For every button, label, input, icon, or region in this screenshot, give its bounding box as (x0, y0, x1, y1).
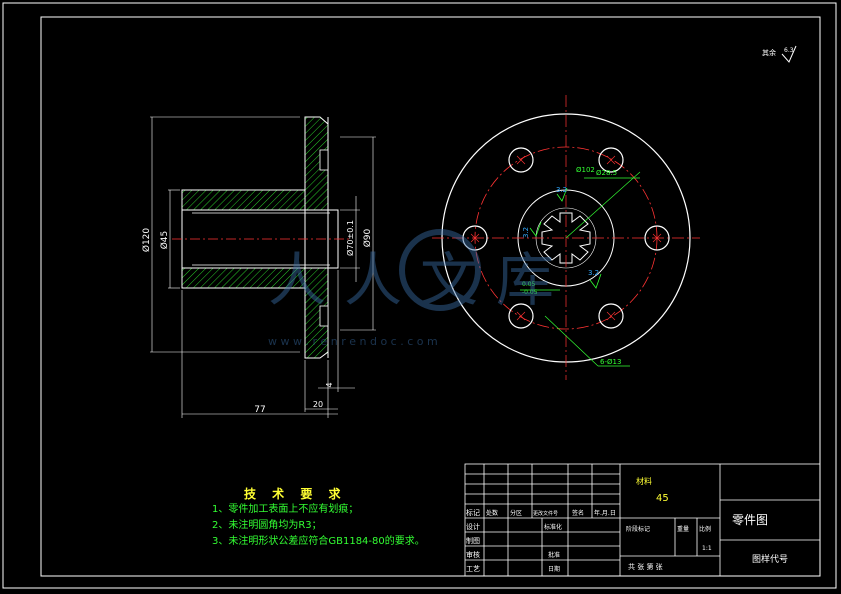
dim-len-77: 77 (254, 405, 265, 415)
spline-profile (541, 212, 591, 264)
svg-text:阶段标记: 阶段标记 (626, 525, 650, 533)
svg-text:标准化: 标准化 (544, 523, 562, 531)
drawing-no: 图样代号 (752, 553, 788, 565)
svg-text:标记: 标记 (466, 508, 480, 517)
svg-text:共 张 第 张: 共 张 第 张 (628, 562, 663, 571)
svg-text:更改文件号: 更改文件号 (533, 510, 558, 517)
label-tol-b: -0.05 (522, 289, 538, 296)
bolt-holes (462, 147, 670, 329)
watermark: 人人文库 w w w . r e n r e n d o c . c o m (268, 229, 572, 348)
dim-len-20: 20 (313, 400, 323, 409)
roughness-symbol: 其余 6.3 (762, 45, 797, 63)
dim-d45: Ø45 (159, 231, 170, 250)
svg-text:其余: 其余 (762, 48, 776, 57)
svg-text:重量: 重量 (677, 525, 689, 533)
svg-text:年.月.日: 年.月.日 (594, 509, 616, 517)
svg-text:日期: 日期 (548, 565, 560, 573)
svg-text:制图: 制图 (466, 536, 480, 545)
tech-title: 技 术 要 求 (244, 487, 347, 501)
title-block-text: 材料 45 零件图 图样代号 标记 设计 制图 审核 工艺 处数 分区 更改文件… (466, 476, 788, 573)
svg-text:w w w . r e n r e n d o c . c: w w w . r e n r e n d o c . c o m (268, 335, 438, 348)
part-name: 零件图 (732, 513, 768, 527)
front-view: Ø102 Ø28.5 3.2 3.2 3.2 0.05 -0.05 6-Ø13 (432, 95, 700, 380)
svg-text:人人文库: 人人文库 (268, 246, 572, 314)
material-value: 45 (656, 493, 669, 504)
svg-text:6.3: 6.3 (784, 47, 794, 54)
dim-d70: Ø70±0.1 (345, 220, 355, 256)
dim-d90: Ø90 (362, 228, 373, 247)
svg-text:批准: 批准 (548, 551, 560, 559)
label-tol-a: 0.05 (522, 281, 536, 288)
technical-requirements: 技 术 要 求 1、零件加工表面上不应有划痕； 2、未注明圆角均为R3； 3、未… (212, 486, 425, 550)
inner-border (40, 16, 821, 577)
svg-text:审核: 审核 (466, 550, 480, 559)
material-label: 材料 (636, 476, 652, 486)
tech-item: 3、未注明形状公差应符合GB1184-80的要求。 (212, 536, 425, 547)
svg-text:1:1: 1:1 (702, 545, 712, 552)
label-spline-od: Ø28.5 (596, 169, 617, 177)
label-pcd: Ø102 (576, 166, 595, 174)
label-rough-a: 3.2 (556, 186, 567, 194)
label-holes: 6-Ø13 (600, 358, 621, 366)
side-section-view: Ø120 Ø45 Ø70±0.1 Ø90 77 20 4 (141, 116, 376, 418)
label-rough-b: 3.2 (522, 227, 530, 238)
svg-text:分区: 分区 (510, 509, 522, 517)
tech-item: 1、零件加工表面上不应有划痕； (212, 504, 359, 515)
svg-text:设计: 设计 (466, 522, 480, 531)
label-rough-c: 3.2 (588, 269, 599, 277)
svg-text:签名: 签名 (572, 509, 584, 517)
tech-item: 2、未注明圆角均为R3； (212, 520, 322, 531)
title-block (464, 463, 821, 577)
dim-d120: Ø120 (141, 228, 152, 253)
svg-text:比例: 比例 (699, 525, 711, 533)
svg-text:工艺: 工艺 (466, 565, 480, 573)
svg-text:处数: 处数 (486, 509, 498, 517)
dim-len-4: 4 (325, 382, 334, 387)
